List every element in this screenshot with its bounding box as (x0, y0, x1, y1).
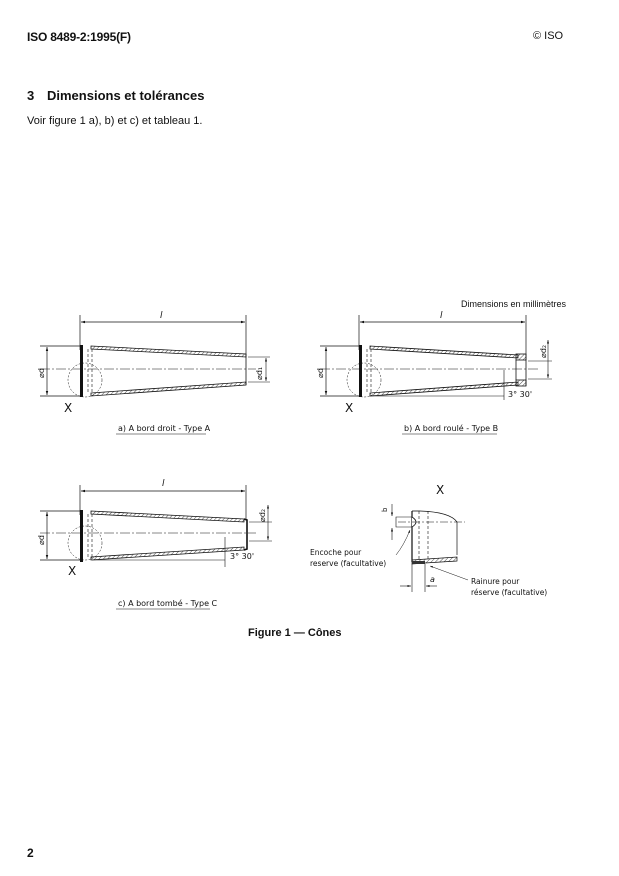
detail-x-title: X (436, 483, 444, 497)
section-title: Dimensions et tolérances (47, 88, 205, 103)
angle-label-b: 3° 30' (508, 390, 532, 399)
notch-label-line1: Encoche pour (310, 548, 362, 557)
detail-x-marker-c: X (68, 564, 76, 578)
panel-c-type-c: l ⌀d ⌀d₂ 3° 30' X c) A bord tombé - Type… (37, 479, 272, 610)
page-number: 2 (27, 846, 34, 860)
diameter-d-label-b: ⌀d (316, 368, 325, 378)
panel-b-type-b: l ⌀d ⌀d₂ 3° 30' X b) A bord roulé - Type… (316, 311, 552, 435)
diameter-d1-label-a: ⌀d₁ (255, 367, 264, 380)
section-paragraph: Voir figure 1 a), b) et c) et tableau 1. (27, 115, 203, 127)
length-label-c: l (162, 479, 165, 489)
standard-identifier: ISO 8489-2:1995(F) (27, 30, 131, 44)
section-number: 3 (27, 88, 35, 103)
diameter-d2-label-c: ⌀d₂ (258, 509, 267, 522)
length-label-b: l (440, 311, 443, 321)
dim-a-label: a (430, 575, 435, 584)
diameter-d-label-a: ⌀d (37, 368, 46, 378)
detail-x-view: X b a Encoche pour reserve (facultative)… (310, 483, 547, 597)
groove-label-line1: Rainure pour (471, 577, 520, 586)
angle-label-c: 3° 30' (230, 552, 254, 561)
length-label-a: l (160, 311, 163, 321)
copyright-notice: © ISO (533, 30, 564, 42)
diameter-d-label-c: ⌀d (37, 535, 46, 545)
detail-x-marker-a: X (64, 401, 72, 415)
section-heading: 3 Dimensions et tolérances (27, 88, 205, 103)
groove-label-line2: réserve (facultative) (471, 588, 547, 597)
caption-b: b) A bord roulé - Type B (404, 423, 498, 433)
units-note: Dimensions en millimètres (461, 299, 567, 309)
panel-a-type-a: l ⌀d ⌀d₁ X a) A bord droit - Type A (37, 311, 270, 435)
notch-label-line2: reserve (facultative) (310, 559, 386, 568)
figure-caption: Figure 1 — Cônes (248, 627, 342, 639)
caption-c: c) A bord tombé - Type C (118, 598, 218, 608)
caption-a: a) A bord droit - Type A (118, 424, 211, 433)
dim-b-label: b (381, 507, 389, 512)
diameter-d2-label-b: ⌀d₂ (539, 345, 548, 358)
detail-x-marker-b: X (345, 401, 353, 415)
